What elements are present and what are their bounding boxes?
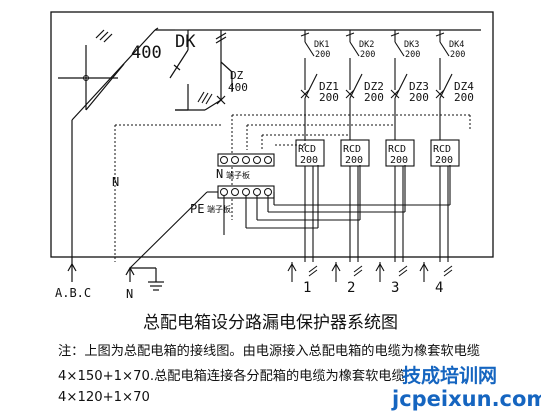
output-slash: [353, 265, 363, 273]
note-line-2: 4×150+1×70.总配电箱连接各分配箱的电缆为橡套软电缆: [58, 369, 405, 384]
rcd-box: [385, 139, 415, 167]
rcd-rating: 200: [435, 155, 453, 166]
branch-switch-slash: [390, 32, 400, 37]
output-slash: [308, 265, 318, 273]
watermark-url: jcpeixun.com: [392, 387, 541, 411]
branch-switch-blade: [304, 41, 315, 57]
rcd-rating: 200: [390, 155, 408, 166]
branch-switch-label: DK4: [449, 40, 464, 50]
output-arrow: [419, 262, 429, 272]
figure-caption: 总配电箱设分路漏电保护器系统图: [143, 313, 398, 333]
output-number: 2: [347, 280, 355, 296]
distribution-box-enclosure: [50, 11, 494, 258]
breaker-blade: [304, 73, 318, 99]
output-number: 3: [391, 280, 399, 296]
branch-breaker-rating: 200: [409, 91, 429, 104]
main-rcd-label: DZ: [230, 69, 244, 82]
rcd-box: [430, 139, 460, 167]
main-rcd-rating: 400: [228, 81, 248, 94]
rcd-box: [295, 139, 325, 167]
output-slash: [443, 265, 453, 273]
output-slash: [398, 265, 408, 273]
pe-terminal-label: PE: [190, 202, 204, 216]
junction-cross-icon: [83, 75, 89, 81]
branch-switch-blade: [394, 41, 405, 57]
note-line-3: 4×120+1×70: [58, 390, 150, 405]
breaker-cross-b: [390, 89, 400, 99]
rcd-box: [340, 139, 370, 167]
neutral-dotted-wires: [114, 114, 471, 262]
pe-terminal-sub: 端子板: [207, 204, 231, 214]
output-slash: [398, 269, 408, 277]
output-circuits: 1 2 3 4: [287, 166, 453, 296]
branch-breaker-rating: 200: [319, 91, 339, 104]
output-arrow: [375, 262, 385, 272]
branch-switch-blade: [349, 41, 360, 57]
branch-switch-slash: [345, 32, 355, 37]
breaker-blade: [439, 73, 453, 99]
output-number: 4: [435, 280, 443, 296]
output-arrow: [287, 262, 297, 272]
branch-switch-rating: 200: [450, 50, 465, 60]
n-terminal-sub: 端子板: [226, 170, 250, 180]
main-switch-label: DK: [175, 32, 196, 52]
n-terminal-label: N: [216, 167, 223, 181]
rcd-rating: 200: [300, 155, 318, 166]
rcd-label: RCD: [298, 144, 316, 155]
note-line-1: 注：上图为总配电箱的接线图。由电源接入总配电箱的电缆为橡套软电缆: [58, 344, 480, 359]
output-number: 1: [303, 280, 311, 296]
branch-switch-label: DK3: [404, 40, 419, 50]
rcd-label: RCD: [388, 144, 406, 155]
branch-switch-rating: 200: [360, 50, 375, 60]
n-wire-label: N: [112, 175, 119, 189]
rcd-rating: 200: [345, 155, 363, 166]
breaker-blade: [349, 73, 363, 99]
branch-switch-slash: [435, 32, 445, 37]
output-slash: [443, 269, 453, 277]
branch-breaker-rating: 200: [364, 91, 384, 104]
breaker-blade: [394, 73, 408, 99]
main-busbar-feed: [175, 29, 233, 111]
breaker-cross-b: [345, 89, 355, 99]
main-switch-rating: 400: [131, 43, 162, 63]
branch-switch-rating: 200: [315, 50, 330, 60]
branch-breaker-label: DZ4: [454, 80, 474, 93]
breaker-cross-b: [435, 89, 445, 99]
watermark-brand: 技成培训网: [402, 365, 498, 387]
feed-slashes: [197, 91, 213, 105]
incoming-abc: [67, 120, 135, 282]
branch-switch-slash: [300, 32, 310, 37]
n-terminal-board: [217, 153, 275, 167]
incoming-main-cable: [58, 27, 188, 121]
breaker-cross-b: [300, 89, 310, 99]
branch-switch-label: DK2: [359, 40, 374, 50]
branch-breaker-label: DZ1: [319, 80, 339, 93]
bottom-n-label: N: [126, 287, 133, 300]
branch-switch-rating: 200: [405, 50, 420, 60]
output-slash: [353, 269, 363, 277]
branch-switch-label: DK1: [314, 40, 329, 50]
rcd-label: RCD: [343, 144, 361, 155]
branch-breaker-label: DZ2: [364, 80, 384, 93]
rcd-label: RCD: [433, 144, 451, 155]
output-slash: [308, 269, 318, 277]
branch-switch-blade: [439, 41, 450, 57]
input-label: A.B.C: [55, 286, 91, 300]
ground-icon: [130, 267, 164, 291]
branch-breaker-rating: 200: [454, 91, 474, 104]
branch-breaker-label: DZ3: [409, 80, 429, 93]
output-arrow: [331, 262, 341, 272]
pe-wiring: [129, 165, 451, 269]
